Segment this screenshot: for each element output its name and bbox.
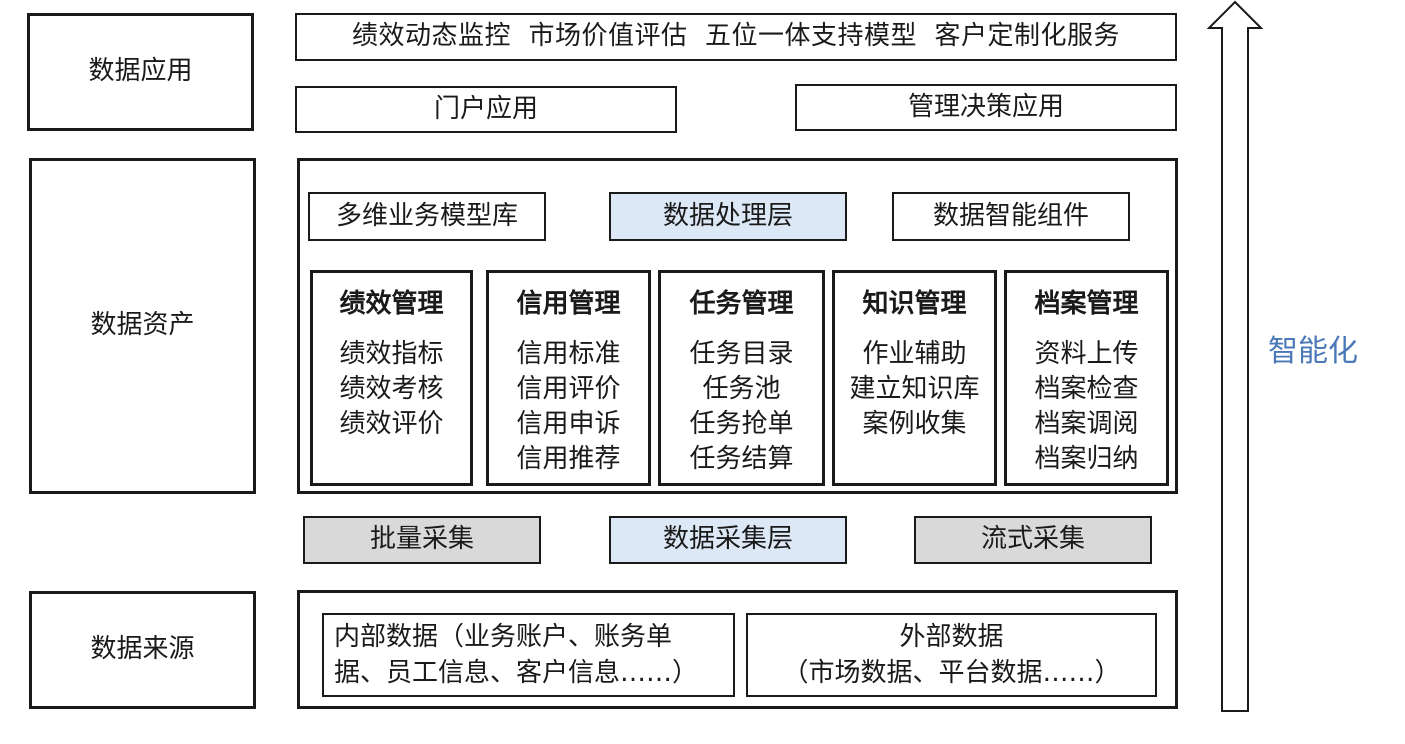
module-archive-item: 资料上传 <box>1034 339 1139 369</box>
module-archive: 档案管理 资料上传 档案检查 档案调阅 档案归纳 <box>1004 270 1169 486</box>
decision-app-label: 管理决策应用 <box>907 91 1064 122</box>
processing-layer-label: 数据处理层 <box>662 200 793 231</box>
processing-layer-box: 数据处理层 <box>609 192 847 241</box>
smart-components-box: 数据智能组件 <box>892 192 1130 241</box>
module-performance-item: 绩效考核 <box>339 374 444 404</box>
layer-label-application: 数据应用 <box>27 13 254 131</box>
external-data-box: 外部数据 （市场数据、平台数据……） <box>746 613 1157 697</box>
collection-layer-box: 数据采集层 <box>609 516 847 564</box>
collection-layer-label: 数据采集层 <box>662 524 793 555</box>
module-knowledge-item: 建立知识库 <box>849 374 980 404</box>
module-task-item: 任务结算 <box>689 444 794 474</box>
module-knowledge-item: 作业辅助 <box>862 339 967 369</box>
module-task-item: 任务池 <box>702 374 781 404</box>
module-credit: 信用管理 信用标准 信用评价 信用申诉 信用推荐 <box>486 270 651 486</box>
internal-data-line2: 据、员工信息、客户信息……） <box>334 658 699 688</box>
module-credit-item: 信用标准 <box>516 339 621 369</box>
module-performance: 绩效管理 绩效指标 绩效考核 绩效评价 <box>310 270 473 486</box>
module-task-item: 任务目录 <box>689 339 794 369</box>
application-functions-text: 绩效动态监控 市场价值评估 五位一体支持模型 客户定制化服务 <box>351 21 1121 52</box>
module-performance-item: 绩效评价 <box>339 409 444 439</box>
layer-label-sources-text: 数据来源 <box>90 634 195 665</box>
module-task-item: 任务抢单 <box>689 409 794 439</box>
smart-components-label: 数据智能组件 <box>932 200 1089 231</box>
module-archive-item: 档案归纳 <box>1034 444 1139 474</box>
stream-collection-label: 流式采集 <box>980 524 1085 555</box>
module-performance-title: 绩效管理 <box>339 289 444 319</box>
module-credit-item: 信用评价 <box>516 374 621 404</box>
layer-label-application-text: 数据应用 <box>88 56 193 87</box>
portal-app-label: 门户应用 <box>433 93 538 124</box>
module-performance-item: 绩效指标 <box>339 339 444 369</box>
internal-data-box: 内部数据（业务账户、账务单 据、员工信息、客户信息……） <box>322 613 735 697</box>
batch-collection-label: 批量采集 <box>369 524 474 555</box>
module-knowledge: 知识管理 作业辅助 建立知识库 案例收集 <box>832 270 997 486</box>
module-archive-item: 档案检查 <box>1034 374 1139 404</box>
module-knowledge-item: 案例收集 <box>862 409 967 439</box>
layer-label-assets: 数据资产 <box>29 158 256 494</box>
module-task-title: 任务管理 <box>689 289 794 319</box>
module-task: 任务管理 任务目录 任务池 任务抢单 任务结算 <box>658 270 825 486</box>
layer-label-sources: 数据来源 <box>29 591 256 709</box>
module-credit-item: 信用推荐 <box>516 444 621 474</box>
module-knowledge-title: 知识管理 <box>862 289 967 319</box>
model-library-box: 多维业务模型库 <box>308 192 546 241</box>
layer-label-assets-text: 数据资产 <box>90 310 195 341</box>
application-functions-bar: 绩效动态监控 市场价值评估 五位一体支持模型 客户定制化服务 <box>295 13 1177 61</box>
external-data-line2: （市场数据、平台数据……） <box>782 658 1121 688</box>
module-credit-item: 信用申诉 <box>516 409 621 439</box>
module-archive-title: 档案管理 <box>1034 289 1139 319</box>
module-archive-item: 档案调阅 <box>1034 409 1139 439</box>
internal-data-line1: 内部数据（业务账户、账务单 <box>334 622 673 652</box>
module-credit-title: 信用管理 <box>516 289 621 319</box>
external-data-line1: 外部数据 <box>899 622 1004 652</box>
decision-app-box: 管理决策应用 <box>795 84 1177 131</box>
stream-collection-box: 流式采集 <box>914 516 1152 564</box>
batch-collection-box: 批量采集 <box>303 516 541 564</box>
arrow-label: 智能化 <box>1268 334 1358 369</box>
intelligence-arrow-icon <box>1206 0 1264 712</box>
portal-app-box: 门户应用 <box>295 86 677 133</box>
model-library-label: 多维业务模型库 <box>335 200 518 231</box>
